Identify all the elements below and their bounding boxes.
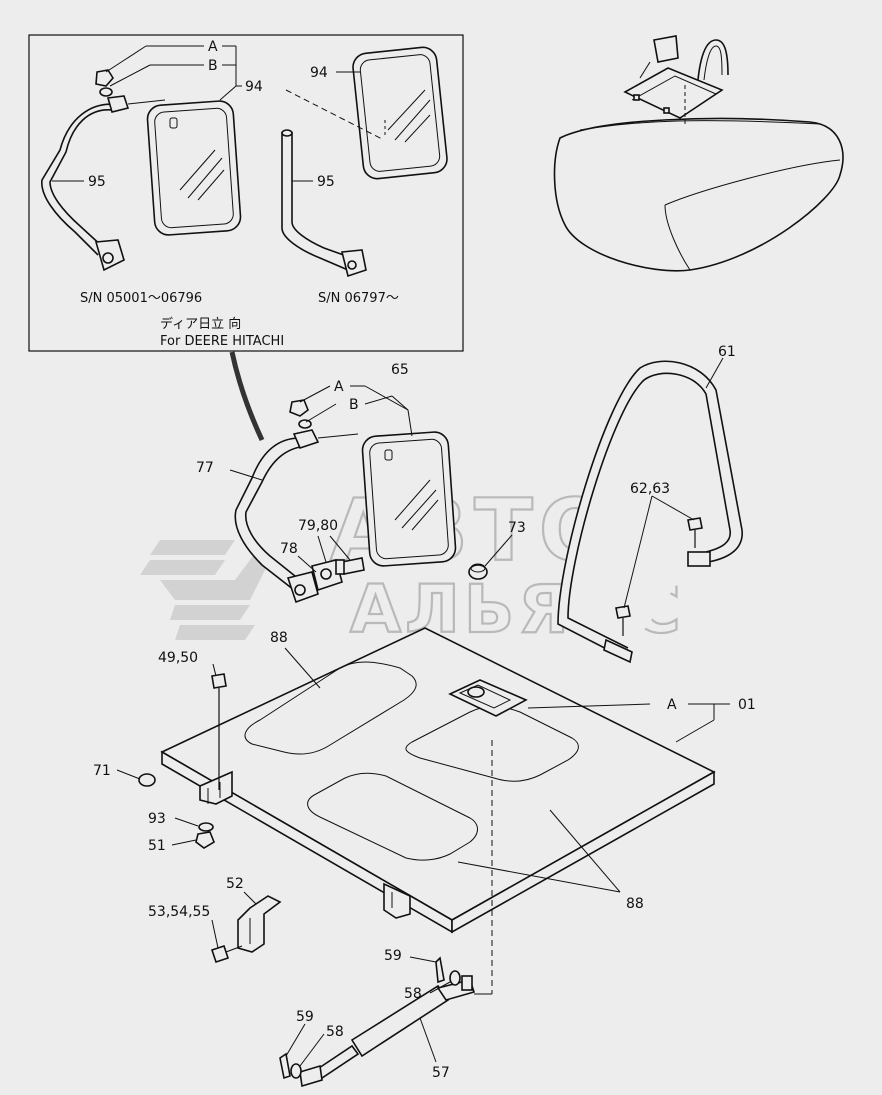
label-71: 71: [93, 763, 111, 779]
label-49-50: 49,50: [158, 650, 198, 666]
inset-label-94-right: 94: [310, 65, 328, 81]
inset-leaders: [52, 45, 360, 182]
washer-b-mirror: [298, 419, 312, 429]
inset-left-washer-b: [99, 87, 113, 97]
label-93: 93: [148, 811, 166, 827]
bolt-49-50: [211, 673, 227, 790]
label-01: 01: [738, 697, 756, 713]
gas-spring-57: [299, 975, 476, 1088]
washer-58-bottom: [290, 1063, 302, 1079]
inset-left-mirror: [146, 100, 242, 236]
pin-59-top: [435, 956, 445, 984]
label-52: 52: [226, 876, 244, 892]
bolt-53-54-55: [210, 944, 243, 964]
cover-hinge-rear: [383, 882, 411, 919]
bolt-62-63: [615, 517, 703, 636]
label-77: 77: [196, 460, 214, 476]
label-59-bottom: 59: [296, 1009, 314, 1025]
label-b-mirror: B: [349, 397, 359, 413]
washer-93: [198, 822, 214, 832]
inset-label-95-left: 95: [88, 174, 106, 190]
nut-a-mirror: [289, 399, 309, 417]
part-71-cap: [138, 773, 156, 787]
inset-left-stay: [41, 95, 166, 272]
inset-left-nut-a: [95, 69, 114, 87]
label-88-bottom: 88: [626, 896, 644, 912]
inset-pointer: [229, 351, 265, 442]
inset-label-b: B: [208, 58, 218, 74]
bolt-79-80: [335, 557, 365, 575]
nut-51: [195, 831, 215, 849]
label-a-cover: A: [667, 697, 677, 713]
leader-lines: [116, 357, 730, 1067]
label-57: 57: [432, 1065, 450, 1081]
cover-latch: [448, 679, 528, 717]
label-88-top: 88: [270, 630, 288, 646]
label-62-63: 62,63: [630, 481, 670, 497]
watermark-logo: [140, 540, 280, 640]
pin-59-bottom: [279, 1052, 291, 1080]
label-78: 78: [280, 541, 298, 557]
mirror-65: [361, 431, 457, 567]
label-73: 73: [508, 520, 526, 536]
inset-right-mirror: [352, 46, 448, 180]
inset-note-jp: ディア日立 向: [160, 316, 241, 332]
bracket-52: [237, 895, 282, 953]
handrail-61: [557, 360, 743, 664]
label-59-top: 59: [384, 948, 402, 964]
mirror-stay-77: [234, 429, 359, 591]
inset-label-a: A: [208, 39, 218, 55]
label-61: 61: [718, 344, 736, 360]
cover-hinge-front: [199, 770, 233, 805]
cover-01: [160, 627, 716, 934]
inset-sn-right: S/N 06797～: [318, 291, 399, 306]
inset-label-95-right: 95: [317, 174, 335, 190]
inset-label-94-left: 94: [245, 79, 263, 95]
label-53-54-55: 53,54,55: [148, 904, 210, 920]
part-73-cap: [468, 563, 488, 580]
label-51: 51: [148, 838, 166, 854]
label-58-top: 58: [404, 986, 422, 1002]
washer-58-top: [449, 970, 461, 986]
inset-note-en: For DEERE HITACHI: [160, 334, 284, 349]
inset-box: A B 94 94 95 95 S/N 05001～06796 S/N 0679…: [28, 34, 464, 352]
label-a-mirror: A: [334, 379, 344, 395]
machine-overview: [553, 35, 844, 272]
mirror-bracket-78: [286, 559, 343, 604]
label-58-bottom: 58: [326, 1024, 344, 1040]
inset-right-stay: [281, 129, 367, 278]
label-79-80: 79,80: [298, 518, 338, 534]
inset-sn-left: S/N 05001～06796: [80, 291, 202, 306]
label-65: 65: [391, 362, 409, 378]
